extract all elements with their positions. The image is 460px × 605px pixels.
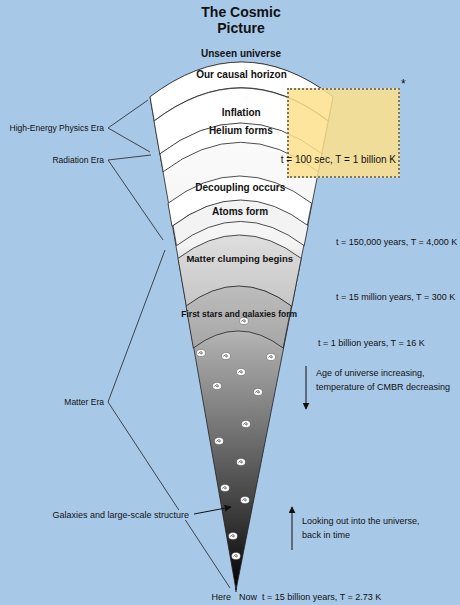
galaxy-symbol [237, 459, 246, 466]
galaxy-symbol [215, 438, 224, 445]
galaxy-symbol [267, 354, 276, 361]
note-label: t = 150,000 years, T = 4,000 K [336, 237, 457, 248]
note-label: Looking out into the universe, back in t… [302, 514, 437, 542]
era-bracket [108, 155, 163, 240]
galaxy-symbol [232, 553, 241, 560]
band-label: Atoms form [212, 206, 268, 218]
band-label: Our causal horizon [196, 69, 287, 81]
band-label: Helium forms [209, 125, 273, 137]
note-label: Age of universe increasing, temperature … [316, 366, 456, 394]
epoch-label: t = 100 sec, T = 1 billion K [281, 154, 396, 166]
band-label: First stars and galaxies form [181, 309, 297, 319]
note-label: t = 1 billion years, T = 16 K [318, 338, 425, 349]
lookback-arrow [292, 507, 293, 550]
band-label: Inflation [222, 107, 261, 119]
era-bracket [108, 100, 150, 152]
galaxy-symbol [242, 421, 251, 428]
galaxy-symbol [213, 383, 222, 390]
galaxy-symbol [221, 485, 230, 492]
note-label: * [401, 77, 406, 91]
band-label: Decoupling occurs [195, 182, 285, 194]
note-label: Radiation Era [52, 155, 104, 165]
note-label: t = 15 billion years, T = 2.73 K [262, 592, 381, 603]
pointer-arrow [194, 507, 231, 514]
note-label: Matter Era [64, 397, 104, 407]
galaxy-symbol [222, 353, 231, 360]
galaxy-symbol [197, 350, 206, 357]
note-label: High-Energy Physics Era [10, 123, 104, 133]
time-arrow [306, 366, 307, 409]
diagram-title: The Cosmic Picture [186, 4, 296, 36]
galaxy-symbol [229, 533, 238, 540]
galaxy-symbol [237, 369, 246, 376]
note-label: Galaxies and large-scale structure [51, 510, 190, 521]
note-label: Here [211, 592, 231, 603]
era-band: First stars and galaxies form [186, 286, 291, 348]
note-label: Unseen universe [201, 48, 281, 60]
galaxy-symbol [254, 389, 263, 396]
highlight-box: t = 100 sec, T = 1 billion K [287, 88, 400, 178]
note-label: Now [239, 592, 257, 603]
galaxy-symbol [241, 497, 250, 504]
note-label: t = 15 million years, T = 300 K [336, 292, 455, 303]
band-label: Matter clumping begins [186, 253, 293, 264]
apex-tick [236, 588, 237, 592]
